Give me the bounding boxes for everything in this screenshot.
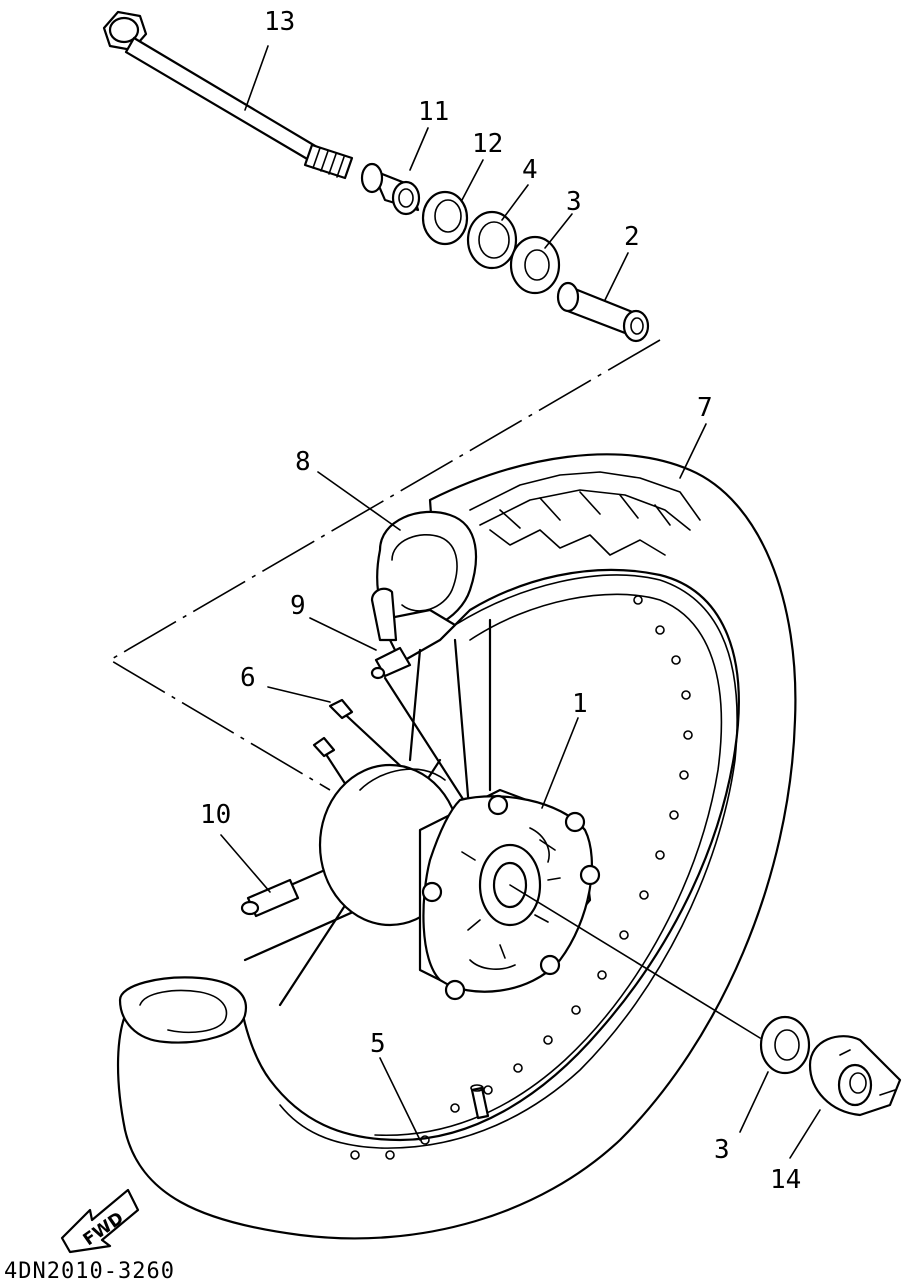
callout-1: 1 [572, 689, 588, 719]
callout-10: 10 [200, 800, 231, 830]
leader-lines [220, 45, 821, 1159]
spacer-2 [556, 281, 650, 343]
callout-labels: 13 11 12 4 3 2 7 8 9 6 1 10 5 3 14 [200, 7, 801, 1195]
callout-9: 9 [290, 591, 306, 621]
hub [318, 763, 601, 1001]
spacer-4 [466, 210, 518, 270]
callout-14: 14 [770, 1165, 801, 1195]
meter-gear-unit [808, 1035, 902, 1117]
callout-11: 11 [418, 97, 449, 127]
rim-spoke-holes [350, 595, 693, 1160]
assembly-guide-lines [108, 339, 661, 791]
spoke-nipple-6 [312, 698, 354, 758]
spoke-nipple-10 [240, 878, 300, 918]
bearing-bottom [759, 1015, 811, 1075]
callout-3b: 3 [714, 1135, 730, 1165]
callout-4: 4 [522, 155, 538, 185]
callout-8: 8 [295, 447, 311, 477]
spoke-nipple-9 [370, 646, 412, 680]
callout-7: 7 [697, 393, 713, 423]
callout-3a: 3 [566, 187, 582, 217]
callout-6: 6 [240, 663, 256, 693]
oil-seal [421, 190, 469, 246]
callout-5: 5 [370, 1029, 386, 1059]
callout-13: 13 [264, 7, 295, 37]
bearing-top [509, 235, 561, 295]
fwd-arrow-icon: FWD [60, 1188, 140, 1254]
axle [102, 10, 354, 180]
collar [360, 162, 421, 216]
callout-12: 12 [472, 129, 503, 159]
diagram-code: 4DN2010-3260 [4, 1259, 175, 1281]
callout-2: 2 [624, 222, 640, 252]
